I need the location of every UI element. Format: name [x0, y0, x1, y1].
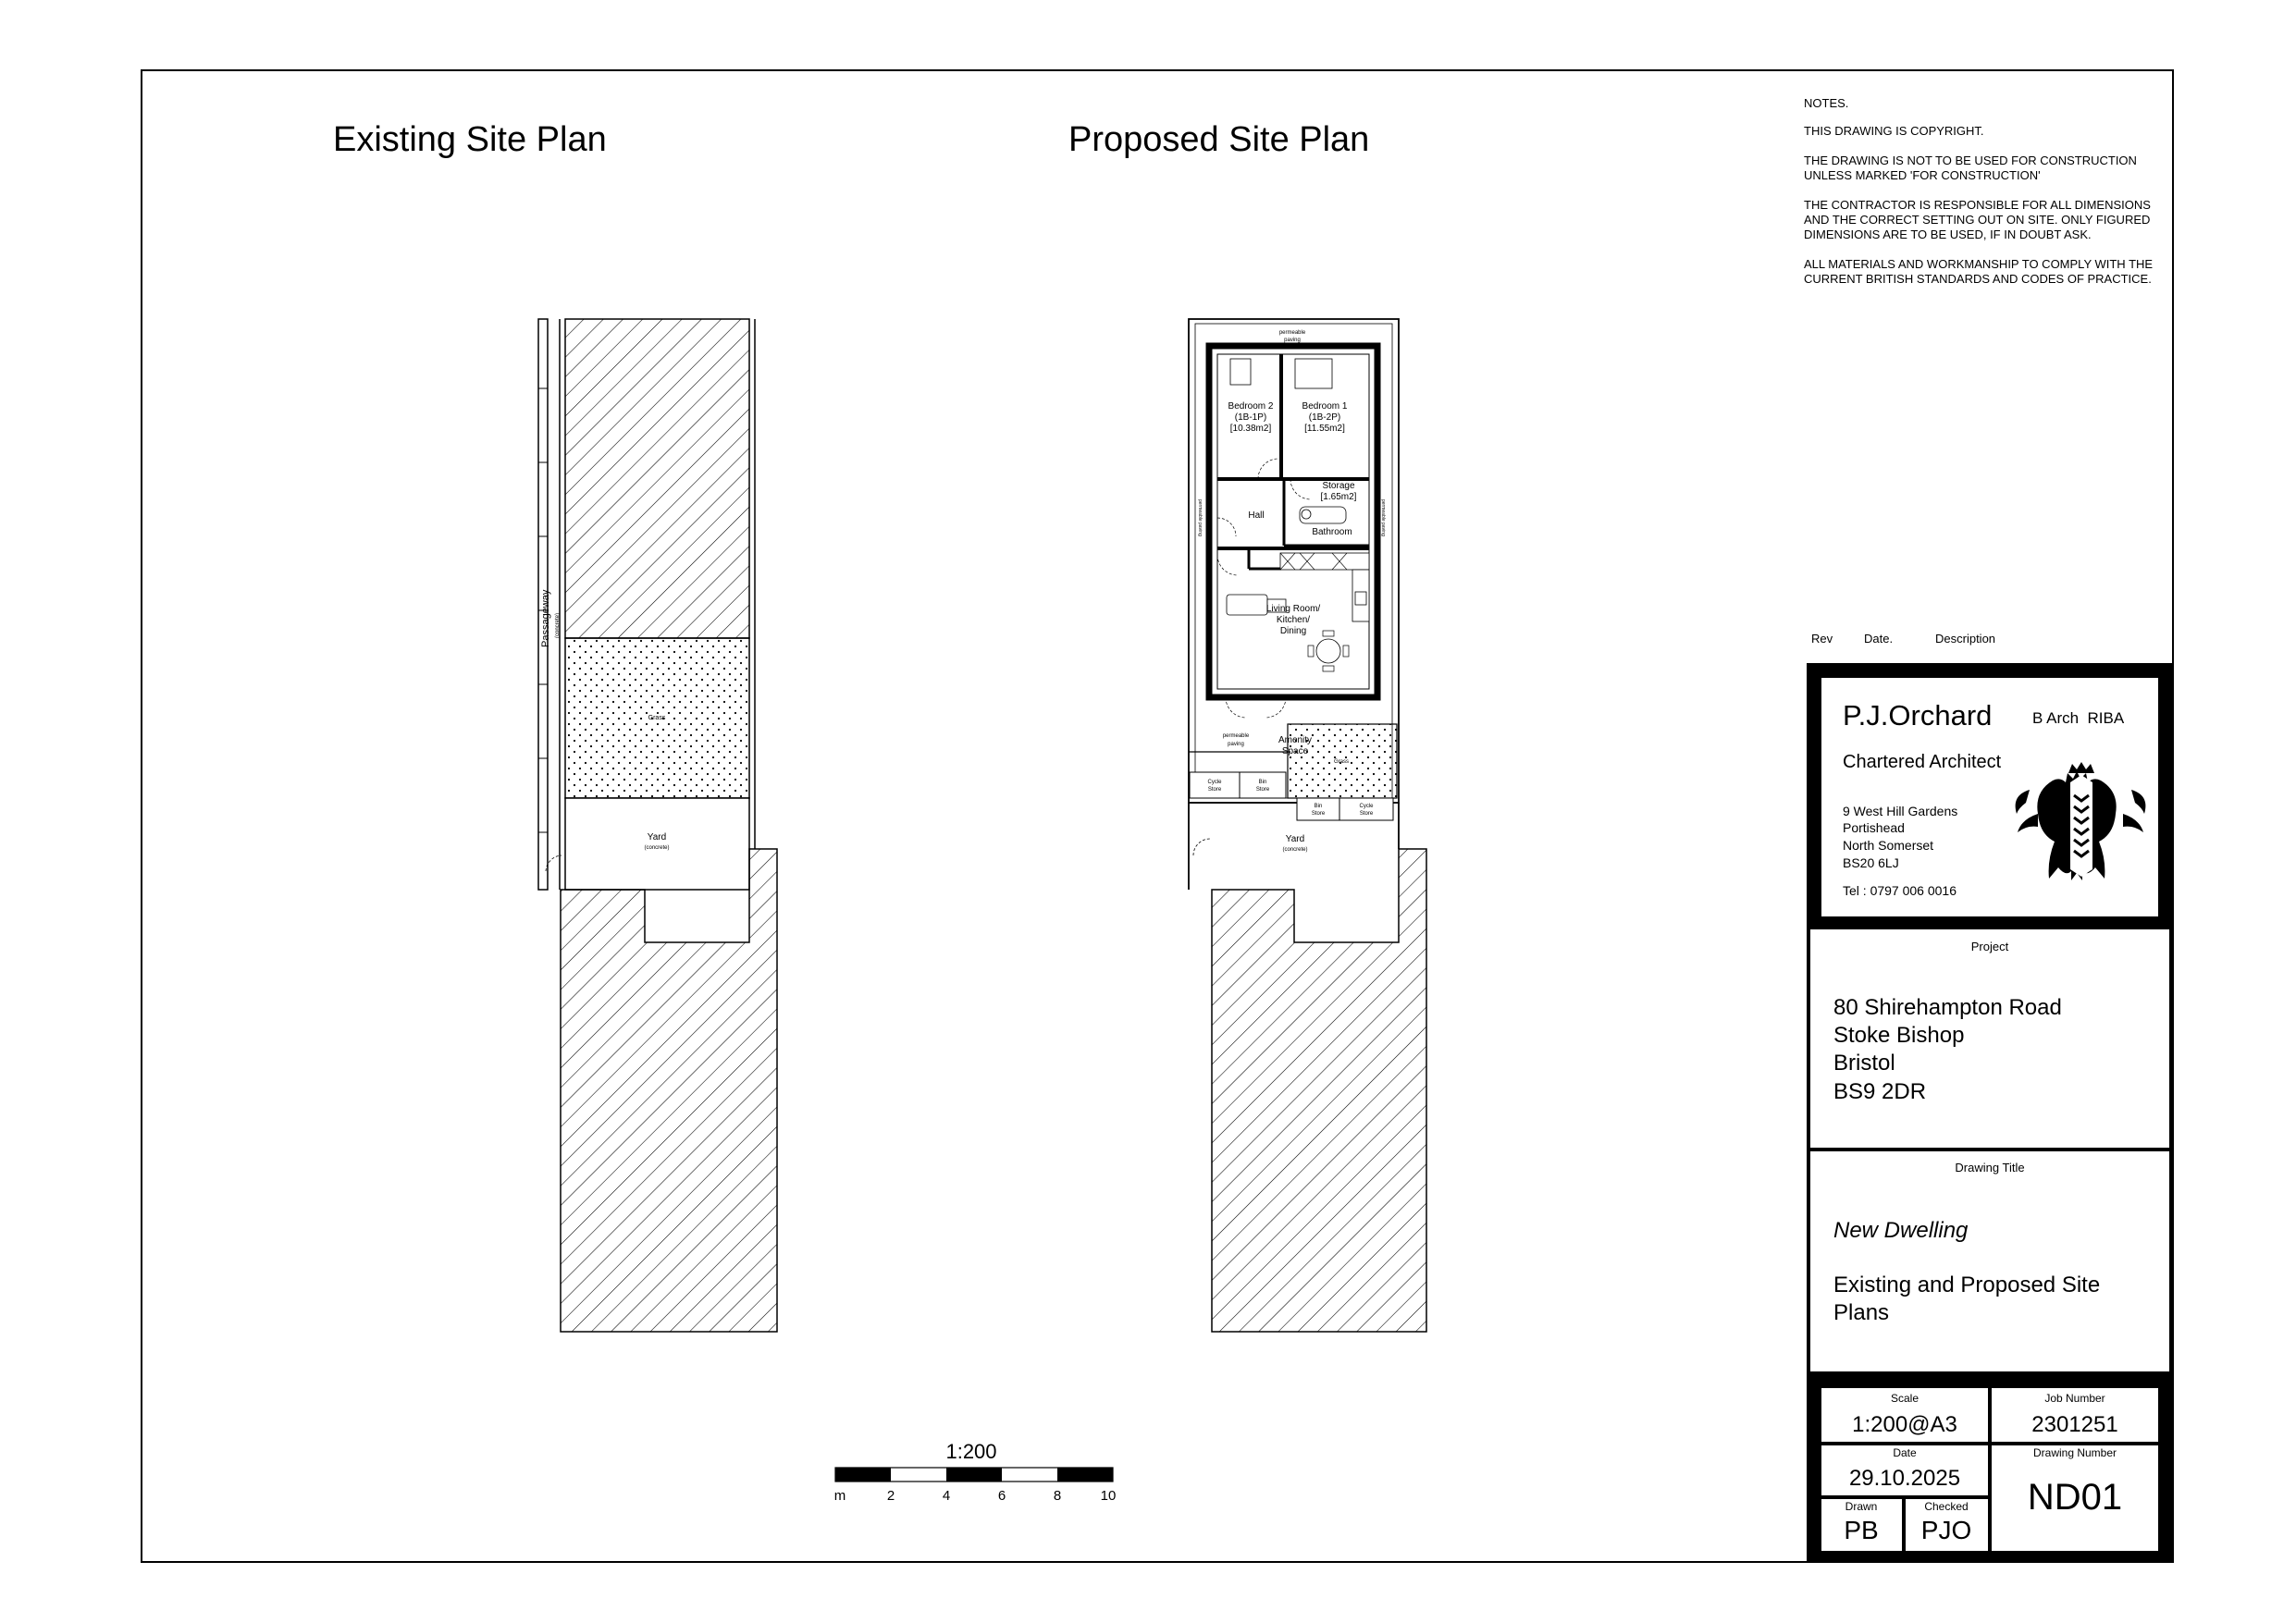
bin-store-left-2: Store: [1256, 787, 1270, 793]
notes-heading: NOTES.: [1804, 96, 1849, 110]
bin-store-right-2: Store: [1312, 811, 1326, 817]
architect-tel: Tel : 0797 006 0016: [1843, 883, 1957, 898]
passageway-label: Passageway: [540, 589, 551, 647]
architect-address-2: Portishead: [1843, 820, 1905, 835]
storage-label: Storage: [1322, 481, 1354, 491]
existing-plan-title: Existing Site Plan: [333, 120, 607, 159]
revision-col-date: Date.: [1864, 632, 1894, 646]
drawing-title-line-1: Existing and Proposed Site: [1833, 1273, 2100, 1297]
project-line-2: Stoke Bishop: [1833, 1023, 1964, 1048]
checked-label: Checked: [1924, 1500, 1968, 1513]
existing-yard-sub: (concrete): [644, 845, 669, 851]
note-item-2: THE DRAWING IS NOT TO BE USED FOR CONSTR…: [1804, 154, 2137, 182]
lions-crest-logo-icon: [2015, 762, 2146, 880]
note-item-4: ALL MATERIALS AND WORKMANSHIP TO COMPLY …: [1804, 257, 2154, 286]
hall-label: Hall: [1248, 510, 1264, 521]
architect-address-1: 9 West Hill Gardens: [1843, 804, 1957, 818]
architect-name: P.J.Orchard: [1843, 699, 1992, 732]
existing-building-hatch: [564, 318, 750, 639]
job-number-label: Job Number: [2044, 1392, 2105, 1405]
scale-tick-10: 10: [1101, 1488, 1117, 1504]
project-line-1: 80 Shirehampton Road: [1833, 995, 2062, 1020]
project-line-4: BS9 2DR: [1833, 1079, 1926, 1104]
proposed-grass-label: Grass: [1334, 759, 1349, 765]
project-line-3: Bristol: [1833, 1051, 1895, 1076]
architect-role: Chartered Architect: [1843, 752, 2002, 772]
proposed-yard-label: Yard: [1286, 834, 1304, 844]
bedroom2-area: [10.38m2]: [1230, 424, 1272, 434]
architect-address-3: North Somerset: [1843, 838, 1933, 853]
scale-bar-title: 1:200: [945, 1440, 996, 1463]
drawing-title-line-2: Plans: [1833, 1300, 1889, 1325]
cycle-store-left: Cycle: [1207, 780, 1222, 785]
notes-panel: NOTES. THIS DRAWING IS COPYRIGHT. THE DR…: [1804, 96, 2155, 301]
proposed-neighbour-hatch: [1211, 848, 1427, 1333]
bin-store-left: Bin: [1259, 780, 1267, 785]
drawing-subtitle: New Dwelling: [1833, 1218, 1969, 1243]
existing-neighbour-hatch: [560, 848, 778, 1333]
dwelling-walls: [1205, 342, 1381, 701]
side-paving-left: permeable paving: [1197, 499, 1203, 536]
proposed-site-plan: permeable paving Bedroom 2 (1B-1P) [10.3…: [1188, 318, 1427, 1333]
bedroom1-label: Bedroom 1: [1302, 401, 1348, 412]
scale-bar: 1:200 m 2 4 6 8 10: [834, 1440, 1117, 1504]
title-block: P.J.Orchard B Arch RIBA Chartered Archit…: [1807, 663, 2173, 1562]
passageway-sub-label: (concrete): [555, 613, 561, 638]
proposed-plan-title: Proposed Site Plan: [1068, 120, 1369, 159]
proposed-grass: [1287, 723, 1398, 799]
storage-area: [1.65m2]: [1321, 492, 1357, 502]
proposed-yard-sub: (concrete): [1282, 847, 1307, 853]
paving-bottom-label-2: paving: [1228, 742, 1244, 747]
bin-store-right: Bin: [1315, 804, 1323, 809]
living-label-2: Kitchen/: [1277, 615, 1310, 625]
checked-value: PJO: [1921, 1516, 1971, 1544]
drawing-number-label: Drawing Number: [2033, 1446, 2117, 1459]
existing-grass: [564, 637, 750, 799]
bathroom-label: Bathroom: [1312, 527, 1352, 537]
drawn-value: PB: [1844, 1516, 1878, 1544]
revision-col-rev: Rev: [1811, 632, 1833, 646]
scale-tick-2: 2: [887, 1488, 895, 1504]
bedroom1-type: (1B-2P): [1309, 412, 1340, 423]
paving-top-label-1: permeable: [1279, 330, 1306, 336]
existing-yard: [564, 797, 750, 891]
scale-tick-8: 8: [1054, 1488, 1061, 1504]
date-value: 29.10.2025: [1849, 1466, 1960, 1491]
side-paving-right: permeable paving: [1380, 499, 1386, 536]
amenity-label: Amenity: [1278, 735, 1312, 745]
date-label: Date: [1893, 1446, 1917, 1459]
amenity-label-2: Space: [1282, 746, 1309, 756]
architect-quals: B Arch RIBA: [2032, 709, 2125, 727]
paving-top-label-2: paving: [1284, 338, 1301, 343]
living-label-3: Dining: [1280, 626, 1306, 636]
paving-bottom-label-1: permeable: [1223, 733, 1250, 739]
existing-grass-label: Grass: [648, 715, 666, 721]
scale-value: 1:200@A3: [1852, 1412, 1957, 1437]
bedroom1-area: [11.55m2]: [1304, 424, 1345, 434]
scale-tick-6: 6: [998, 1488, 1006, 1504]
drawn-label: Drawn: [1845, 1500, 1878, 1513]
scale-label: Scale: [1891, 1392, 1919, 1405]
cycle-store-right-2: Store: [1360, 811, 1374, 817]
bedroom2-label: Bedroom 2: [1228, 401, 1274, 412]
existing-site-plan: Passageway (concrete) Grass Yard (concre…: [537, 318, 778, 1333]
job-number-value: 2301251: [2031, 1412, 2117, 1437]
note-item-3: THE CONTRACTOR IS RESPONSIBLE FOR ALL DI…: [1804, 198, 2151, 241]
scale-tick-m: m: [834, 1488, 846, 1504]
drawing-title-label: Drawing Title: [1955, 1161, 2024, 1174]
existing-yard-label: Yard: [648, 832, 666, 842]
living-label: Living Room/: [1266, 604, 1321, 614]
architect-address-4: BS20 6LJ: [1843, 855, 1899, 870]
cycle-store-right: Cycle: [1359, 804, 1374, 809]
scale-tick-4: 4: [943, 1488, 950, 1504]
project-label: Project: [1971, 940, 2009, 953]
revision-col-description: Description: [1935, 632, 1996, 646]
drawing-number-value: ND01: [2028, 1477, 2122, 1518]
note-item-1: THIS DRAWING IS COPYRIGHT.: [1804, 124, 1984, 138]
cycle-store-left-2: Store: [1208, 787, 1222, 793]
bedroom2-type: (1B-1P): [1235, 412, 1266, 423]
